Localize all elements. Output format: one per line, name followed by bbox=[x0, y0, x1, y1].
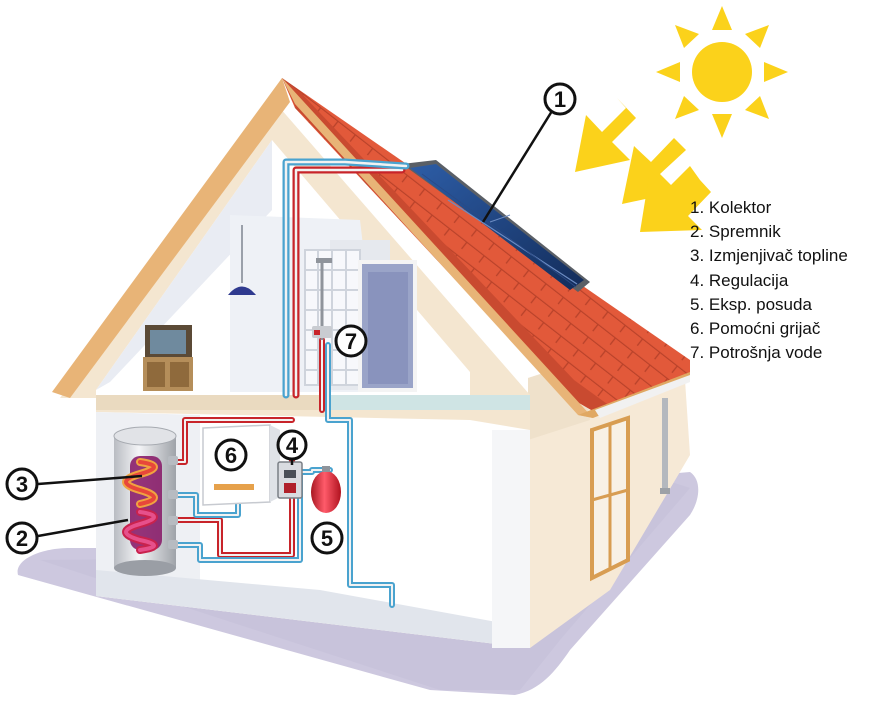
legend-item-eksp-posuda: 5. Eksp. posuda bbox=[690, 294, 812, 314]
cold-pipes bbox=[172, 158, 410, 608]
sun bbox=[656, 6, 788, 138]
callout-6: 6 bbox=[214, 438, 248, 472]
solar-collector bbox=[402, 160, 590, 292]
callout-5-label: 5 bbox=[321, 526, 333, 551]
ceiling-lamp bbox=[228, 225, 256, 295]
legend-item-potrosnja-vode: 7. Potrošnja vode bbox=[690, 343, 823, 363]
shower-tap bbox=[312, 258, 332, 340]
legend-item-spremnik: 2. Spremnik bbox=[690, 222, 781, 242]
callout-3-label: 3 bbox=[16, 472, 28, 497]
callout-7: 7 bbox=[334, 324, 368, 358]
callout-2: 2 bbox=[5, 521, 39, 555]
callout-2-label: 2 bbox=[16, 526, 28, 551]
attic-door bbox=[358, 260, 417, 392]
downspout bbox=[660, 398, 670, 494]
callout-7-label: 7 bbox=[345, 329, 357, 354]
callout-5: 5 bbox=[310, 521, 344, 555]
legend: 1. Kolektor 2. Spremnik 3. Izmjenjivač t… bbox=[690, 196, 848, 365]
tv bbox=[143, 325, 193, 391]
expansion-vessel bbox=[311, 466, 341, 513]
callout-leaders bbox=[37, 110, 554, 538]
callout-3: 3 bbox=[5, 467, 39, 501]
side-window bbox=[590, 415, 630, 582]
callouts: 1 2 3 4 5 6 7 bbox=[5, 82, 577, 555]
legend-item-regulacija: 4. Regulacija bbox=[690, 270, 789, 290]
heat-exchanger-coil bbox=[122, 458, 158, 554]
window-grid bbox=[304, 249, 361, 386]
hot-pipes bbox=[171, 166, 406, 558]
callout-1: 1 bbox=[543, 82, 577, 116]
legend-item-pomocni-grijac: 6. Pomoćni grijač bbox=[690, 319, 821, 339]
legend-item-kolektor: 1. Kolektor bbox=[690, 198, 772, 217]
storage-tank bbox=[113, 426, 178, 576]
callout-6-label: 6 bbox=[225, 443, 237, 468]
callout-1-label: 1 bbox=[554, 87, 566, 112]
controller bbox=[277, 461, 303, 499]
callout-4-label: 4 bbox=[286, 433, 299, 458]
legend-item-izmjenjivac: 3. Izmjenjivač topline bbox=[690, 246, 848, 266]
callout-4: 4 bbox=[276, 429, 308, 461]
tank-connectors bbox=[168, 456, 178, 549]
sun-rays bbox=[575, 98, 711, 232]
